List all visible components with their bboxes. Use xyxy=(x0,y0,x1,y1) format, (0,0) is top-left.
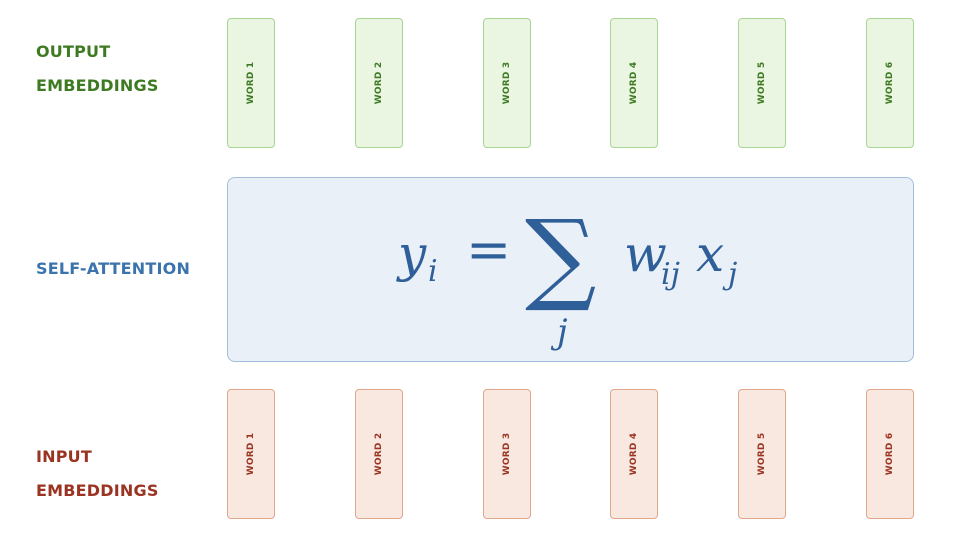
output-word-box-5: WORD 5 xyxy=(738,18,787,148)
output-word-label-5: WORD 5 xyxy=(757,61,768,105)
self-attention-box: y i = ∑ j w ij x j xyxy=(227,177,914,362)
output-word-box-1: WORD 1 xyxy=(227,18,275,148)
output-embeddings-label: OUTPUT EMBEDDINGS xyxy=(36,38,159,106)
formula-lhs: y xyxy=(396,225,427,283)
input-word-label-6: WORD 6 xyxy=(885,432,895,476)
output-word-label-4: WORD 4 xyxy=(629,61,640,105)
output-word-label-3: WORD 3 xyxy=(501,61,512,105)
self-attention-label: SELF-ATTENTION xyxy=(36,259,191,278)
output-label-line1: OUTPUT xyxy=(36,42,111,61)
input-embeddings-label: INPUT EMBEDDINGS xyxy=(36,443,159,511)
attention-formula: y i = ∑ j w ij x j xyxy=(396,198,737,352)
formula-weight: w xyxy=(624,225,667,283)
input-word-box-2: WORD 2 xyxy=(354,389,403,519)
formula-sum-index: j xyxy=(550,312,568,352)
output-word-label-2: WORD 2 xyxy=(373,61,384,105)
output-word-box-4: WORD 4 xyxy=(610,18,659,148)
input-word-label-1: WORD 1 xyxy=(246,432,256,476)
output-embeddings-row: WORD 1 WORD 2 WORD 3 WORD 4 WORD 5 WORD … xyxy=(227,18,914,150)
formula-equals: = xyxy=(466,218,511,281)
output-label-line2: EMBEDDINGS xyxy=(36,76,159,95)
input-word-box-4: WORD 4 xyxy=(610,389,659,519)
output-word-label-1: WORD 1 xyxy=(246,61,256,105)
formula-input-term: x xyxy=(696,225,724,283)
input-word-box-5: WORD 5 xyxy=(738,389,787,519)
input-label-line1: INPUT xyxy=(36,447,92,466)
output-word-box-6: WORD 6 xyxy=(866,18,914,148)
formula-lhs-subscript: i xyxy=(428,254,438,289)
output-word-box-3: WORD 3 xyxy=(482,18,531,148)
input-word-label-2: WORD 2 xyxy=(373,432,384,476)
formula-input-subscript: j xyxy=(722,257,737,292)
input-word-box-1: WORD 1 xyxy=(227,389,275,519)
input-word-label-4: WORD 4 xyxy=(629,432,640,476)
input-label-line2: EMBEDDINGS xyxy=(36,481,159,500)
input-word-label-5: WORD 5 xyxy=(757,432,768,476)
output-word-label-6: WORD 6 xyxy=(885,61,895,105)
output-word-box-2: WORD 2 xyxy=(354,18,403,148)
input-word-box-6: WORD 6 xyxy=(866,389,914,519)
input-embeddings-row: WORD 1 WORD 2 WORD 3 WORD 4 WORD 5 WORD … xyxy=(227,389,914,521)
input-word-label-3: WORD 3 xyxy=(501,432,512,476)
input-word-box-3: WORD 3 xyxy=(482,389,531,519)
formula-weight-subscript: ij xyxy=(661,257,680,292)
sum-symbol-icon: ∑ xyxy=(525,198,596,315)
